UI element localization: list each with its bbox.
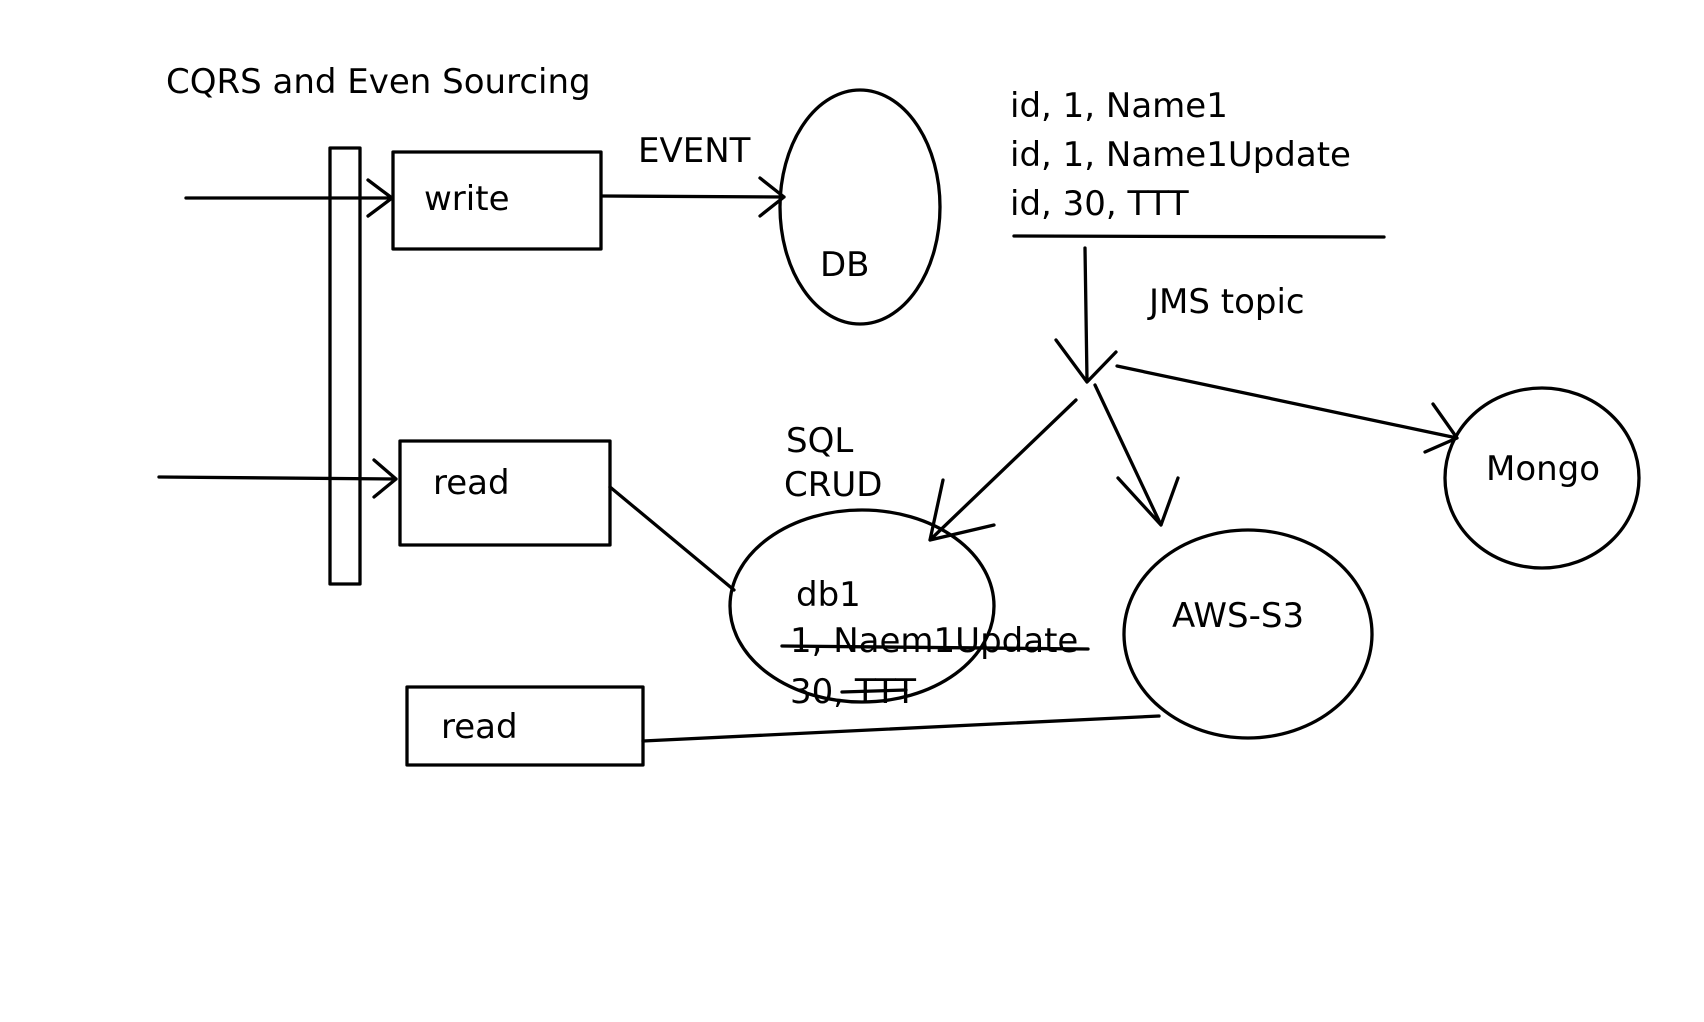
aws-s3-store bbox=[1122, 528, 1374, 740]
event-arrow bbox=[600, 176, 786, 218]
event-record: id, 1, Name1 bbox=[1010, 86, 1228, 126]
to-db1-arrow bbox=[928, 398, 1078, 542]
sql-label: SQL bbox=[786, 421, 853, 461]
aws-s3-label: AWS-S3 bbox=[1172, 596, 1304, 636]
event-record: id, 30, TTT bbox=[1010, 184, 1189, 224]
mongo-store bbox=[1443, 386, 1641, 570]
read-sql-label: read bbox=[433, 463, 510, 503]
db1-row-strike bbox=[840, 688, 908, 694]
diagram-title: CQRS and Even Sourcing bbox=[166, 62, 591, 102]
to-mongo-arrow bbox=[1115, 364, 1459, 454]
db1-row-strike bbox=[780, 644, 1090, 651]
write-label: write bbox=[424, 179, 509, 219]
mongo-label: Mongo bbox=[1486, 449, 1600, 489]
event-label: EVENT bbox=[638, 131, 751, 171]
db1-row: 1, Naem1Update bbox=[790, 621, 1078, 661]
read-s3-label: read bbox=[441, 707, 518, 747]
jms-topic-label: JMS topic bbox=[1147, 282, 1305, 322]
db-label: DB bbox=[820, 245, 870, 285]
gateway-bar bbox=[328, 146, 362, 586]
jms-topic-arrow bbox=[1054, 246, 1118, 384]
crud-label: CRUD bbox=[784, 465, 882, 505]
read-s3-link bbox=[641, 714, 1161, 743]
event-record: id, 1, Name1Update bbox=[1010, 135, 1351, 175]
write-box bbox=[391, 150, 603, 251]
read-db1-link bbox=[608, 485, 736, 592]
incoming-read-arrow bbox=[157, 458, 398, 499]
read-box-sql bbox=[398, 439, 612, 547]
db-store bbox=[778, 88, 942, 326]
db1-label: db1 bbox=[796, 575, 861, 615]
to-s3-arrow bbox=[1093, 383, 1180, 527]
db1-store bbox=[728, 508, 996, 704]
read-box-s3 bbox=[405, 685, 645, 767]
event-log-underline bbox=[1012, 234, 1386, 239]
